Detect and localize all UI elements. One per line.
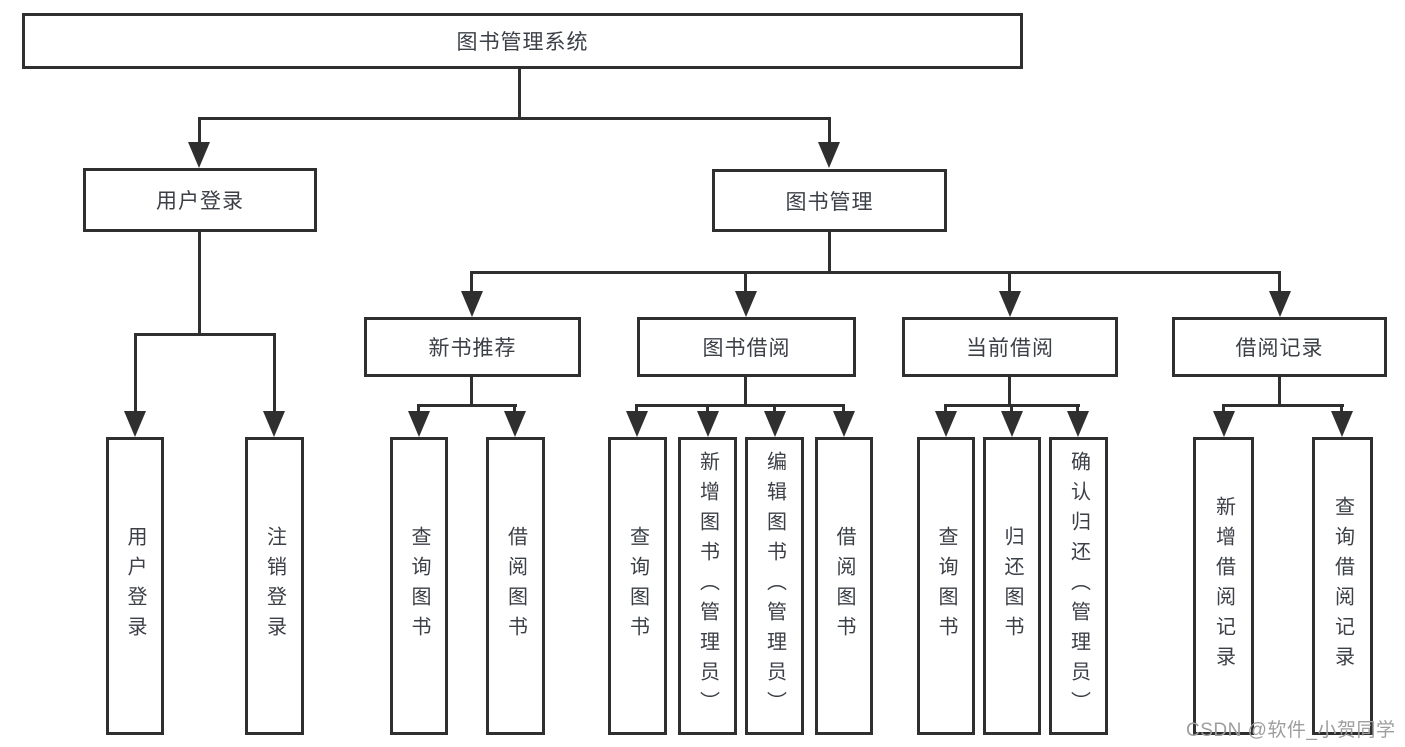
- node-label: 新书推荐: [428, 337, 517, 360]
- arrow-down-icon: [461, 291, 483, 317]
- node-leaf-query-books-current: 查询图书: [917, 437, 975, 735]
- node-leaf-logout: 注销登录: [245, 437, 304, 735]
- node-label: 确认归还（管理员）: [1067, 451, 1090, 721]
- connector-leaf-drop: [273, 333, 276, 413]
- arrow-down-icon: [1001, 411, 1023, 437]
- connector-stem: [744, 377, 747, 407]
- node-label: 用户登录: [124, 526, 146, 646]
- connector-borrow-records-drop: [1278, 271, 1281, 292]
- connector-rail: [635, 404, 845, 407]
- connector-leaf-drop: [706, 404, 709, 413]
- node-label: 图书管理系统: [456, 31, 589, 54]
- node-label: 查询借阅记录: [1331, 496, 1354, 676]
- node-leaf-query-books-borrow: 查询图书: [608, 437, 667, 735]
- node-leaf-query-books-recommend: 查询图书: [390, 437, 448, 735]
- connector-leaf-drop: [513, 404, 516, 413]
- connector-stem: [470, 377, 473, 407]
- node-label: 注销登录: [263, 526, 286, 646]
- node-label: 编辑图书（管理员）: [763, 451, 786, 721]
- node-borrowing-records: 借阅记录: [1172, 317, 1387, 377]
- connector-leaf-drop: [134, 333, 137, 413]
- connector-user-login-rail: [134, 333, 276, 336]
- connector-rail: [1222, 404, 1344, 407]
- node-label: 当前借阅: [966, 337, 1054, 360]
- node-book-management: 图书管理: [712, 169, 947, 232]
- arrow-down-icon: [818, 142, 840, 168]
- arrow-down-icon: [263, 411, 285, 437]
- node-label: 新增图书（管理员）: [696, 451, 719, 721]
- node-label: 图书借阅: [702, 337, 791, 360]
- node-label: 借阅图书: [504, 526, 527, 646]
- node-label: 新增借阅记录: [1212, 496, 1235, 676]
- connector-user-login-stem: [198, 232, 201, 336]
- arrow-down-icon: [626, 411, 648, 437]
- connector-current-borrow-drop: [1008, 271, 1011, 292]
- node-label: 借阅图书: [833, 526, 855, 646]
- node-book-borrowing: 图书借阅: [637, 317, 856, 377]
- arrow-down-icon: [408, 411, 430, 437]
- arrow-down-icon: [697, 411, 719, 437]
- arrow-down-icon: [1331, 411, 1353, 437]
- connector-rail: [417, 404, 517, 407]
- connector-root-stem: [518, 69, 521, 118]
- connector-leaf-drop: [944, 404, 947, 413]
- node-label: 查询图书: [408, 526, 430, 646]
- csdn-watermark: CSDN @软件_小贺同学: [1186, 720, 1396, 741]
- node-library-management-system: 图书管理系统: [22, 13, 1023, 69]
- node-label: 借阅记录: [1235, 337, 1324, 360]
- node-leaf-user-login: 用户登录: [106, 437, 164, 735]
- node-new-book-recommendation: 新书推荐: [364, 317, 581, 377]
- node-leaf-borrow-books: 借阅图书: [815, 437, 873, 735]
- node-label: 查询图书: [626, 526, 649, 646]
- connector-new-book-drop: [470, 271, 473, 292]
- connector-leaf-drop: [1340, 404, 1343, 413]
- connector-leaf-drop: [773, 404, 776, 413]
- node-leaf-query-borrow-record: 查询借阅记录: [1312, 437, 1373, 735]
- node-current-borrowing: 当前借阅: [902, 317, 1118, 377]
- connector-book-management-drop: [828, 117, 831, 144]
- connector-leaf-drop: [1222, 404, 1225, 413]
- arrow-down-icon: [764, 411, 786, 437]
- connector-leaf-drop: [417, 404, 420, 413]
- arrow-down-icon: [124, 411, 146, 437]
- connector-leaf-drop: [1010, 404, 1013, 413]
- node-label: 图书管理: [785, 190, 874, 214]
- connector-stem: [1008, 377, 1011, 407]
- node-leaf-add-books-admin: 新增图书（管理员）: [678, 437, 737, 735]
- connector-leaf-drop: [635, 404, 638, 413]
- node-leaf-add-borrow-record: 新增借阅记录: [1193, 437, 1254, 735]
- node-label: 用户登录: [156, 190, 244, 213]
- arrow-down-icon: [735, 291, 757, 317]
- arrow-down-icon: [1269, 291, 1291, 317]
- node-leaf-borrow-books-recommend: 借阅图书: [486, 437, 545, 735]
- node-label: 归还图书: [1001, 526, 1023, 646]
- node-user-login: 用户登录: [83, 168, 317, 232]
- connector-level2-rail: [198, 117, 831, 120]
- node-leaf-confirm-return-admin: 确认归还（管理员）: [1049, 437, 1108, 735]
- arrow-down-icon: [1067, 411, 1089, 437]
- arrow-down-icon: [999, 291, 1021, 317]
- connector-leaf-drop: [842, 404, 845, 413]
- arrow-down-icon: [504, 411, 526, 437]
- connector-book-borrow-drop: [744, 271, 747, 292]
- node-label: 查询图书: [935, 526, 957, 646]
- arrow-down-icon: [833, 411, 855, 437]
- connector-book-management-stem: [828, 232, 831, 274]
- node-leaf-return-books: 归还图书: [983, 437, 1041, 735]
- connector-level3-rail: [470, 271, 1281, 274]
- node-leaf-edit-books-admin: 编辑图书（管理员）: [745, 437, 804, 735]
- arrow-down-icon: [1213, 411, 1235, 437]
- connector-leaf-drop: [1076, 404, 1079, 413]
- connector-stem: [1278, 377, 1281, 407]
- arrow-down-icon: [188, 142, 210, 168]
- connector-user-login-drop: [198, 117, 201, 144]
- arrow-down-icon: [935, 411, 957, 437]
